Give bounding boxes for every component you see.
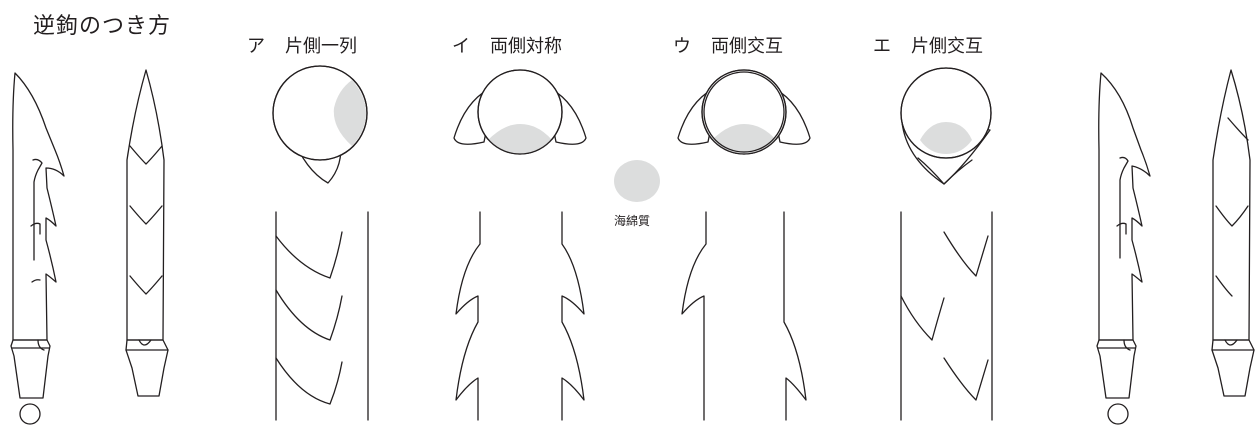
- harpoon-left-front-outline: [126, 69, 165, 341]
- type-a-barb-3: [275, 357, 343, 405]
- sponge-label: 海綿質: [614, 214, 651, 228]
- type-u-shaft-outline: [701, 69, 787, 155]
- harpoon-right-front-socket: [1211, 339, 1255, 397]
- type-a-barb-1: [275, 231, 343, 279]
- type-i-long-view: [455, 211, 585, 421]
- harpoon-left-socket-notch: [37, 339, 45, 351]
- harpoon-right-front-mark-3: [1215, 275, 1233, 297]
- harpoon-left-front-notch: [138, 339, 152, 346]
- harpoon-left-barb-line: [32, 158, 43, 261]
- type-e-cross-section: [900, 67, 992, 185]
- harpoon-left-front-socket: [125, 339, 169, 397]
- type-e-name: 片側交互: [911, 36, 983, 57]
- harpoon-left-barb-line-3: [31, 279, 41, 283]
- harpoon-right-front-view: [1211, 69, 1255, 397]
- harpoon-right-section-circle: [1107, 403, 1129, 425]
- type-i-right-edge: [561, 211, 585, 421]
- harpoon-right-socket-notch: [1123, 339, 1131, 351]
- harpoon-right-front-notch: [1224, 339, 1238, 346]
- harpoon-left-front-chevron-3: [129, 275, 163, 295]
- type-a-name: 片側一列: [285, 36, 357, 57]
- harpoon-left-barb-line-2: [30, 222, 41, 235]
- harpoon-right-front-mark-1: [1227, 117, 1249, 141]
- type-e-barb-3: [943, 357, 989, 401]
- type-u-long-view: [681, 211, 807, 421]
- harpoon-left-front-chevron-2: [129, 205, 163, 225]
- diagram-title: 逆鉤のつき方: [33, 14, 172, 39]
- type-i-cross-section: [453, 69, 587, 155]
- harpoon-right-barb-line: [1119, 156, 1129, 259]
- type-i-letter: イ: [452, 36, 470, 57]
- type-i-shaft-outline: [477, 69, 563, 155]
- type-e-sponge-area: [920, 122, 972, 154]
- harpoon-left-front-view: [125, 69, 169, 397]
- harpoon-right-socket: [1096, 339, 1137, 399]
- label-type-e: エ片側交互: [873, 32, 983, 58]
- harpoon-left-side-view: [10, 72, 65, 425]
- type-a-sponge-area: [333, 80, 366, 146]
- type-a-long-view: [275, 211, 369, 421]
- type-u-cross-section: [677, 69, 811, 155]
- type-u-sponge-area: [712, 124, 776, 154]
- harpoon-right-front-outline: [1212, 69, 1251, 341]
- type-u-right-edge: [783, 211, 807, 421]
- type-a-cross-section: [272, 65, 368, 184]
- harpoon-right-barb-line-2: [1116, 222, 1127, 235]
- type-i-sponge-area: [488, 124, 552, 154]
- type-u-name: 両側交互: [711, 36, 783, 57]
- sponge-legend-swatch: [614, 160, 660, 202]
- type-e-barb-split: [917, 157, 973, 185]
- label-type-i: イ両側対称: [452, 32, 562, 58]
- type-i-left-edge: [455, 211, 481, 421]
- type-a-shaft-outline: [272, 65, 368, 161]
- harpoon-right-side-view: [1096, 72, 1151, 425]
- label-type-u: ウ両側交互: [673, 32, 783, 58]
- harpoon-left-socket: [10, 339, 51, 399]
- type-u-left-edge: [681, 211, 707, 421]
- type-e-long-view: [900, 211, 993, 421]
- type-u-shaft-inner-outline: [703, 71, 785, 153]
- harpoon-left-section-circle: [19, 403, 41, 425]
- harpoon-left-front-chevron-1: [129, 145, 163, 165]
- type-u-letter: ウ: [673, 36, 691, 57]
- type-a-barb-2: [275, 289, 343, 341]
- type-i-name: 両側対称: [490, 36, 562, 57]
- label-type-a: ア片側一列: [247, 32, 357, 58]
- type-e-barb-2: [900, 295, 945, 341]
- type-e-shaft-outline: [900, 67, 992, 159]
- type-a-letter: ア: [247, 36, 265, 57]
- harpoon-left-side-outline: [12, 72, 65, 341]
- harpoon-right-front-mark-2: [1215, 205, 1249, 227]
- type-e-letter: エ: [873, 36, 891, 57]
- harpoon-right-side-outline: [1098, 72, 1151, 341]
- type-e-barb-1: [943, 231, 989, 277]
